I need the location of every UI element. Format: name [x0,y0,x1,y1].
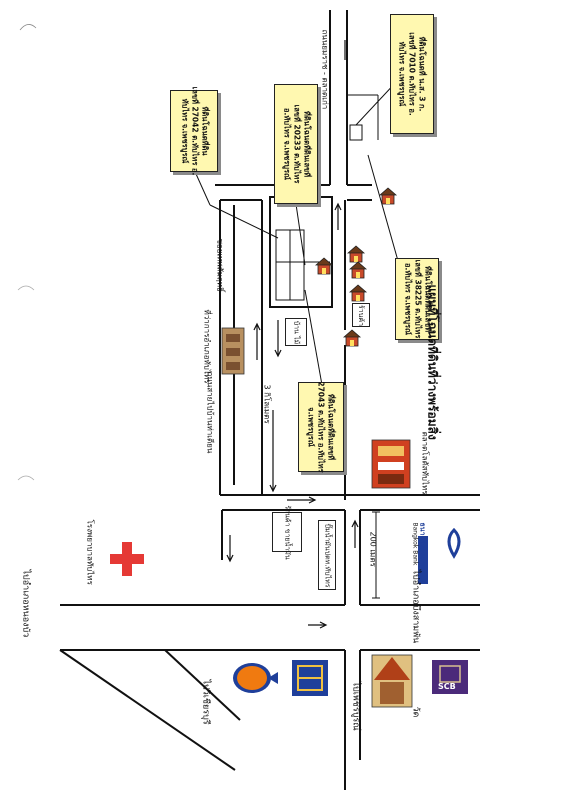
market-image [371,439,411,489]
road-wichian-buri-label: ไปวิเชียรบุรี [200,679,211,725]
gas-station-label: ปั๊มน้ำมันปตท.ทับไทร [323,523,332,587]
plot-5-line1: ที่ดินโฉนดที่ดินเลขที่ [327,393,337,461]
plot-2-line1: ที่ดินโฉนดที่ดินเลขที่ [302,110,311,178]
hospital-cross-icon [110,542,144,576]
district-office-image [221,327,245,375]
house-box-label: บ้าน ไม้ [292,320,301,344]
plot-callout-1: ที่ดินโฉนดที่ น.ส. 3 ก.เลขที่ 7010 ต.ทับ… [390,14,434,134]
road-soi-label: ซอยเทพสัมฤทธิ์ [215,238,225,292]
ktb-logo [292,660,328,696]
plot-3-line2: เลขที่ 27042 ต.ทับไทร อ. [190,86,199,176]
ptt-logo [233,663,278,693]
bbl-logo [418,527,461,584]
road-nong-bua-label: ไปอำเภอหนองบัว [20,569,31,638]
plot-5-line3: จ.เพชรบูรณ์ [307,407,317,447]
plot-1-line3: ทับไทร จ.เพชรบูรณ์ [398,41,407,107]
plot-5-line2: 27043 ต.ทับไทร อ.ทับไทร [317,381,327,473]
plot-3-line3: ทับไทร จ.เพชรบูรณ์ [180,98,189,164]
house-box: บ้าน ไม้ [285,318,307,346]
plot-1-line2: เลขที่ 7010 ต.ทับไทร อ. [408,32,417,116]
road-top-label: ถนนยมราช - ตลาดเก่า [320,29,330,110]
road-rim-label: 3 กิโลเมตร [262,384,272,424]
plot-1-line1: ที่ดินโฉนดที่ น.ส. 3 ก. [418,36,427,112]
gas-station-box: ปั๊มน้ำมันปตท.ทับไทร [318,520,336,590]
plot-callout-2: ที่ดินโฉนดที่ดินเลขที่เลขที่ 20233 ต.ทับ… [274,84,318,204]
scb-label: SCB [438,682,456,691]
house-icons [314,187,398,347]
road-main-label: ถนนสายไปบ้านท่าเตียน [205,371,215,454]
district-office-label: ที่ว่าการอำเภอทับไทร [202,309,212,384]
plot-callout-3: ที่ดินโฉนดที่ดินเลขที่ 27042 ต.ทับไทร อ.… [170,87,218,175]
plot-callout-5: ที่ดินโฉนดที่ดินเลขที่27043 ต.ทับไทร อ.ท… [298,381,344,473]
plot-2-line2: เลขที่ 20233 ต.ทับไทร [292,104,301,184]
bbl-th-label: ธนาคารกรุงเทพ [418,522,427,571]
plot-4-line2: เลขที่ 38225 ต.ทับไทร [413,259,422,339]
shop-box-1: ร้านค้า [352,303,370,327]
shop-box-2-label: ร้านค้า ขายน้ำมัน [283,504,292,560]
road-bueng-sam-phan-label: ไปอำเภอบึงสามพัน [410,569,421,644]
wat-image [371,654,413,708]
market-label: ตลาดโลตัสทับไทร [420,431,430,495]
shop-box-2: ร้านค้า ขายน้ำมัน [272,505,302,559]
plot-4-line3: อ.ทับไทร จ.เพชรบูรณ์ [403,262,412,336]
plot-2-line3: อ.ทับไทร จ.เพชรบูรณ์ [282,107,291,181]
scb-logo [432,660,468,694]
plot-callout-4: ที่ดินโฉนดที่ดินเลขที่เลขที่ 38225 ต.ทับ… [395,258,439,340]
wat-label: วัด [410,706,421,718]
plot-3-line1: ที่ดินโฉนดที่ดิน [200,106,209,156]
road-phetchabun-label: ไปเพชรบูรณ์ [350,681,361,731]
road-200m-label: 200 เมตร [368,531,378,567]
hospital-label: โรงพยาบาลทับไทร [85,519,95,585]
shop-box-1-label: ร้านค้า [357,304,366,326]
